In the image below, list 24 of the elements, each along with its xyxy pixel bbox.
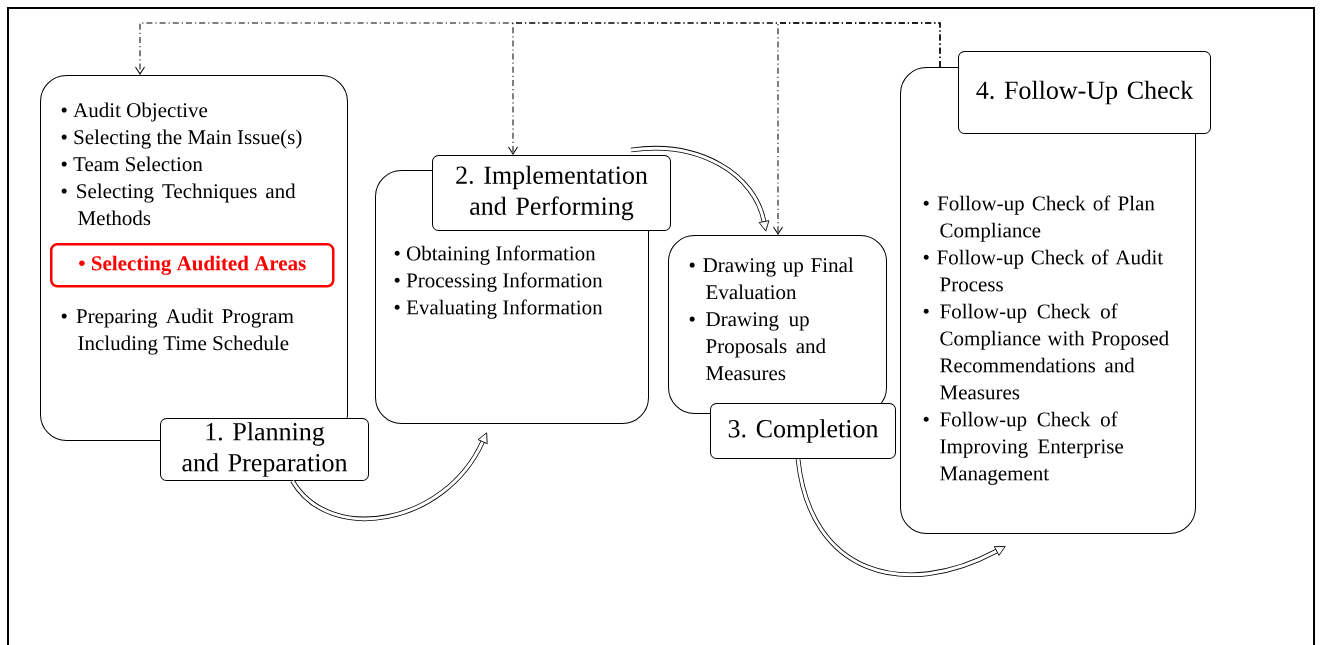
- bullet-item: • Processing Information: [394, 272, 603, 292]
- process-box: [668, 235, 887, 414]
- bullet-item: • Follow-up Check of Compliance with Proposed Recommendations and Measures: [923, 303, 1169, 400]
- stage-title-box: 4. Follow-Up Check: [958, 51, 1211, 134]
- bullet-item: • Preparing Audit Program Including Time Schedule: [61, 308, 294, 355]
- bullet-item: • Selecting the Main Issue(s): [61, 129, 302, 149]
- flow-arrow: [630, 146, 770, 232]
- bullet-item: • Selecting Techniques and Methods: [61, 183, 296, 226]
- flow-arrow: [290, 432, 488, 521]
- bullet-item: • Team Selection: [61, 156, 203, 172]
- bullet-item: • Drawing up Proposals and Measures: [689, 312, 826, 381]
- bullet-item: • Audit Objective: [61, 102, 208, 122]
- highlighted-item: • Selecting Audited Areas: [50, 243, 335, 288]
- stage-title-box: 1. Planning and Preparation: [160, 418, 369, 481]
- bullet-item: • Evaluating Information: [394, 299, 603, 319]
- bullet-item: • Drawing up Final Evaluation: [689, 257, 854, 300]
- stage-title-box: 2. Implementation and Performing: [432, 155, 671, 231]
- flow-arrow: [795, 458, 1006, 577]
- feedback-arrow: [773, 22, 941, 235]
- stage-title-box: 3. Completion: [710, 403, 896, 459]
- bullet-item: • Follow-up Check of Audit Process: [923, 249, 1164, 292]
- bullet-item: • Follow-up Check of Improving Enterprise Management: [923, 411, 1124, 485]
- bullet-item: • Follow-up Check of Plan Compliance: [923, 195, 1155, 242]
- bullet-item: • Obtaining Information: [394, 245, 596, 265]
